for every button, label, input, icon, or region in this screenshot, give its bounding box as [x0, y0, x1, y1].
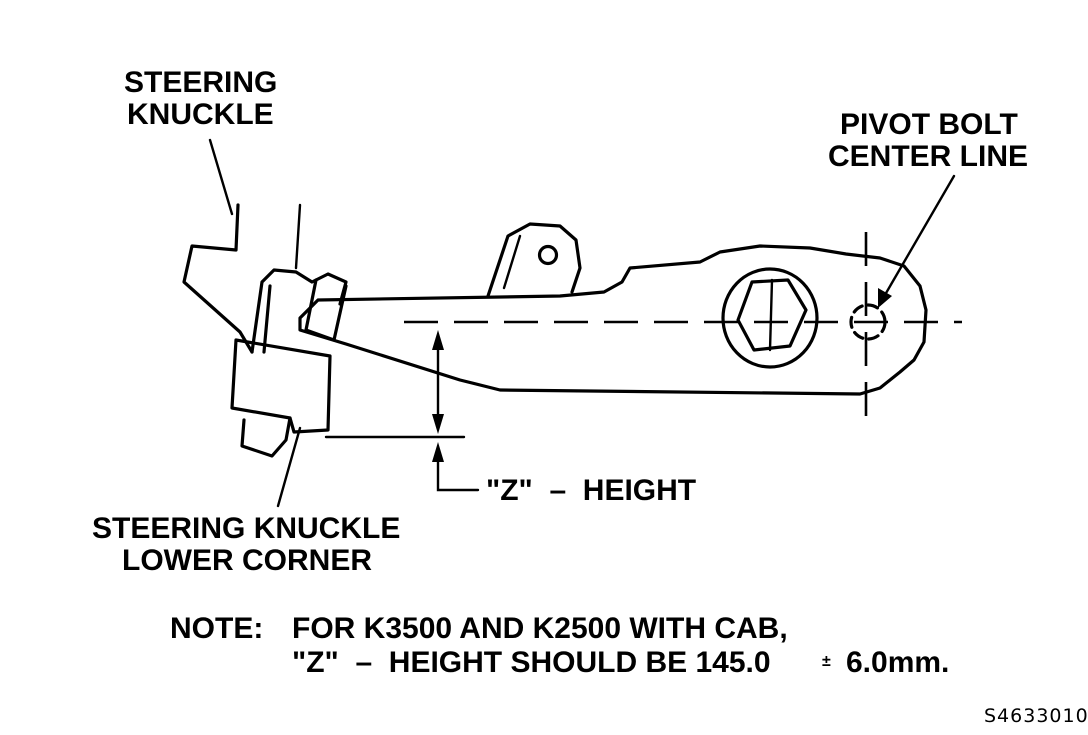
note-line2-value: "Z" – HEIGHT SHOULD BE 145.0 [292, 646, 771, 679]
knuckle-arm-outline [250, 268, 348, 354]
label-steering-knuckle-line1: STEERING [124, 66, 277, 99]
pivot-bolt-leader-arrow [878, 288, 892, 308]
ball-joint-body [230, 338, 332, 434]
knuckle-upper-edge [294, 203, 302, 270]
lower-control-arm [298, 222, 928, 396]
note-line2-plus-minus: ± [822, 653, 831, 670]
hex-bolt-flat [768, 278, 774, 352]
note-line1: FOR K3500 AND K2500 WITH CAB, [292, 612, 788, 645]
lower-corner-leader [276, 426, 302, 508]
label-pivot-bolt-line2: CENTER LINE [828, 140, 1028, 173]
hex-bolt-head [736, 278, 808, 352]
figure-code: S46330103 [984, 705, 1088, 727]
z-height-arrow-down [432, 414, 444, 434]
ball-joint-stud [304, 278, 348, 342]
leader-lines [208, 138, 956, 508]
steering-knuckle [182, 203, 348, 458]
bracket-hole [537, 244, 559, 266]
label-lower-corner-line2: LOWER CORNER [122, 544, 372, 577]
label-steering-knuckle-line2: KNUCKLE [127, 98, 274, 131]
pivot-bolt-leader [880, 174, 956, 302]
bushing-ring [721, 267, 819, 369]
arm-outline [298, 244, 928, 396]
reference-lines [324, 232, 962, 492]
z-height-arrow-up [432, 330, 444, 350]
z-height-leader-arrow [432, 442, 444, 462]
label-z-height: "Z" – HEIGHT [486, 474, 696, 507]
steering-knuckle-leader [208, 138, 234, 216]
arm-bracket-tab [486, 222, 582, 298]
note-line2-tolerance: 6.0mm. [846, 646, 949, 679]
knuckle-inner-edge [262, 284, 272, 354]
bracket-fold-line [502, 234, 522, 290]
label-pivot-bolt-line1: PIVOT BOLT [840, 108, 1018, 141]
label-lower-corner-line1: STEERING KNUCKLE [92, 512, 400, 545]
note-prefix: NOTE: [170, 612, 263, 645]
knuckle-upper-outline [182, 203, 254, 354]
ball-joint-nut [240, 416, 292, 458]
z-height-leader [436, 446, 480, 492]
